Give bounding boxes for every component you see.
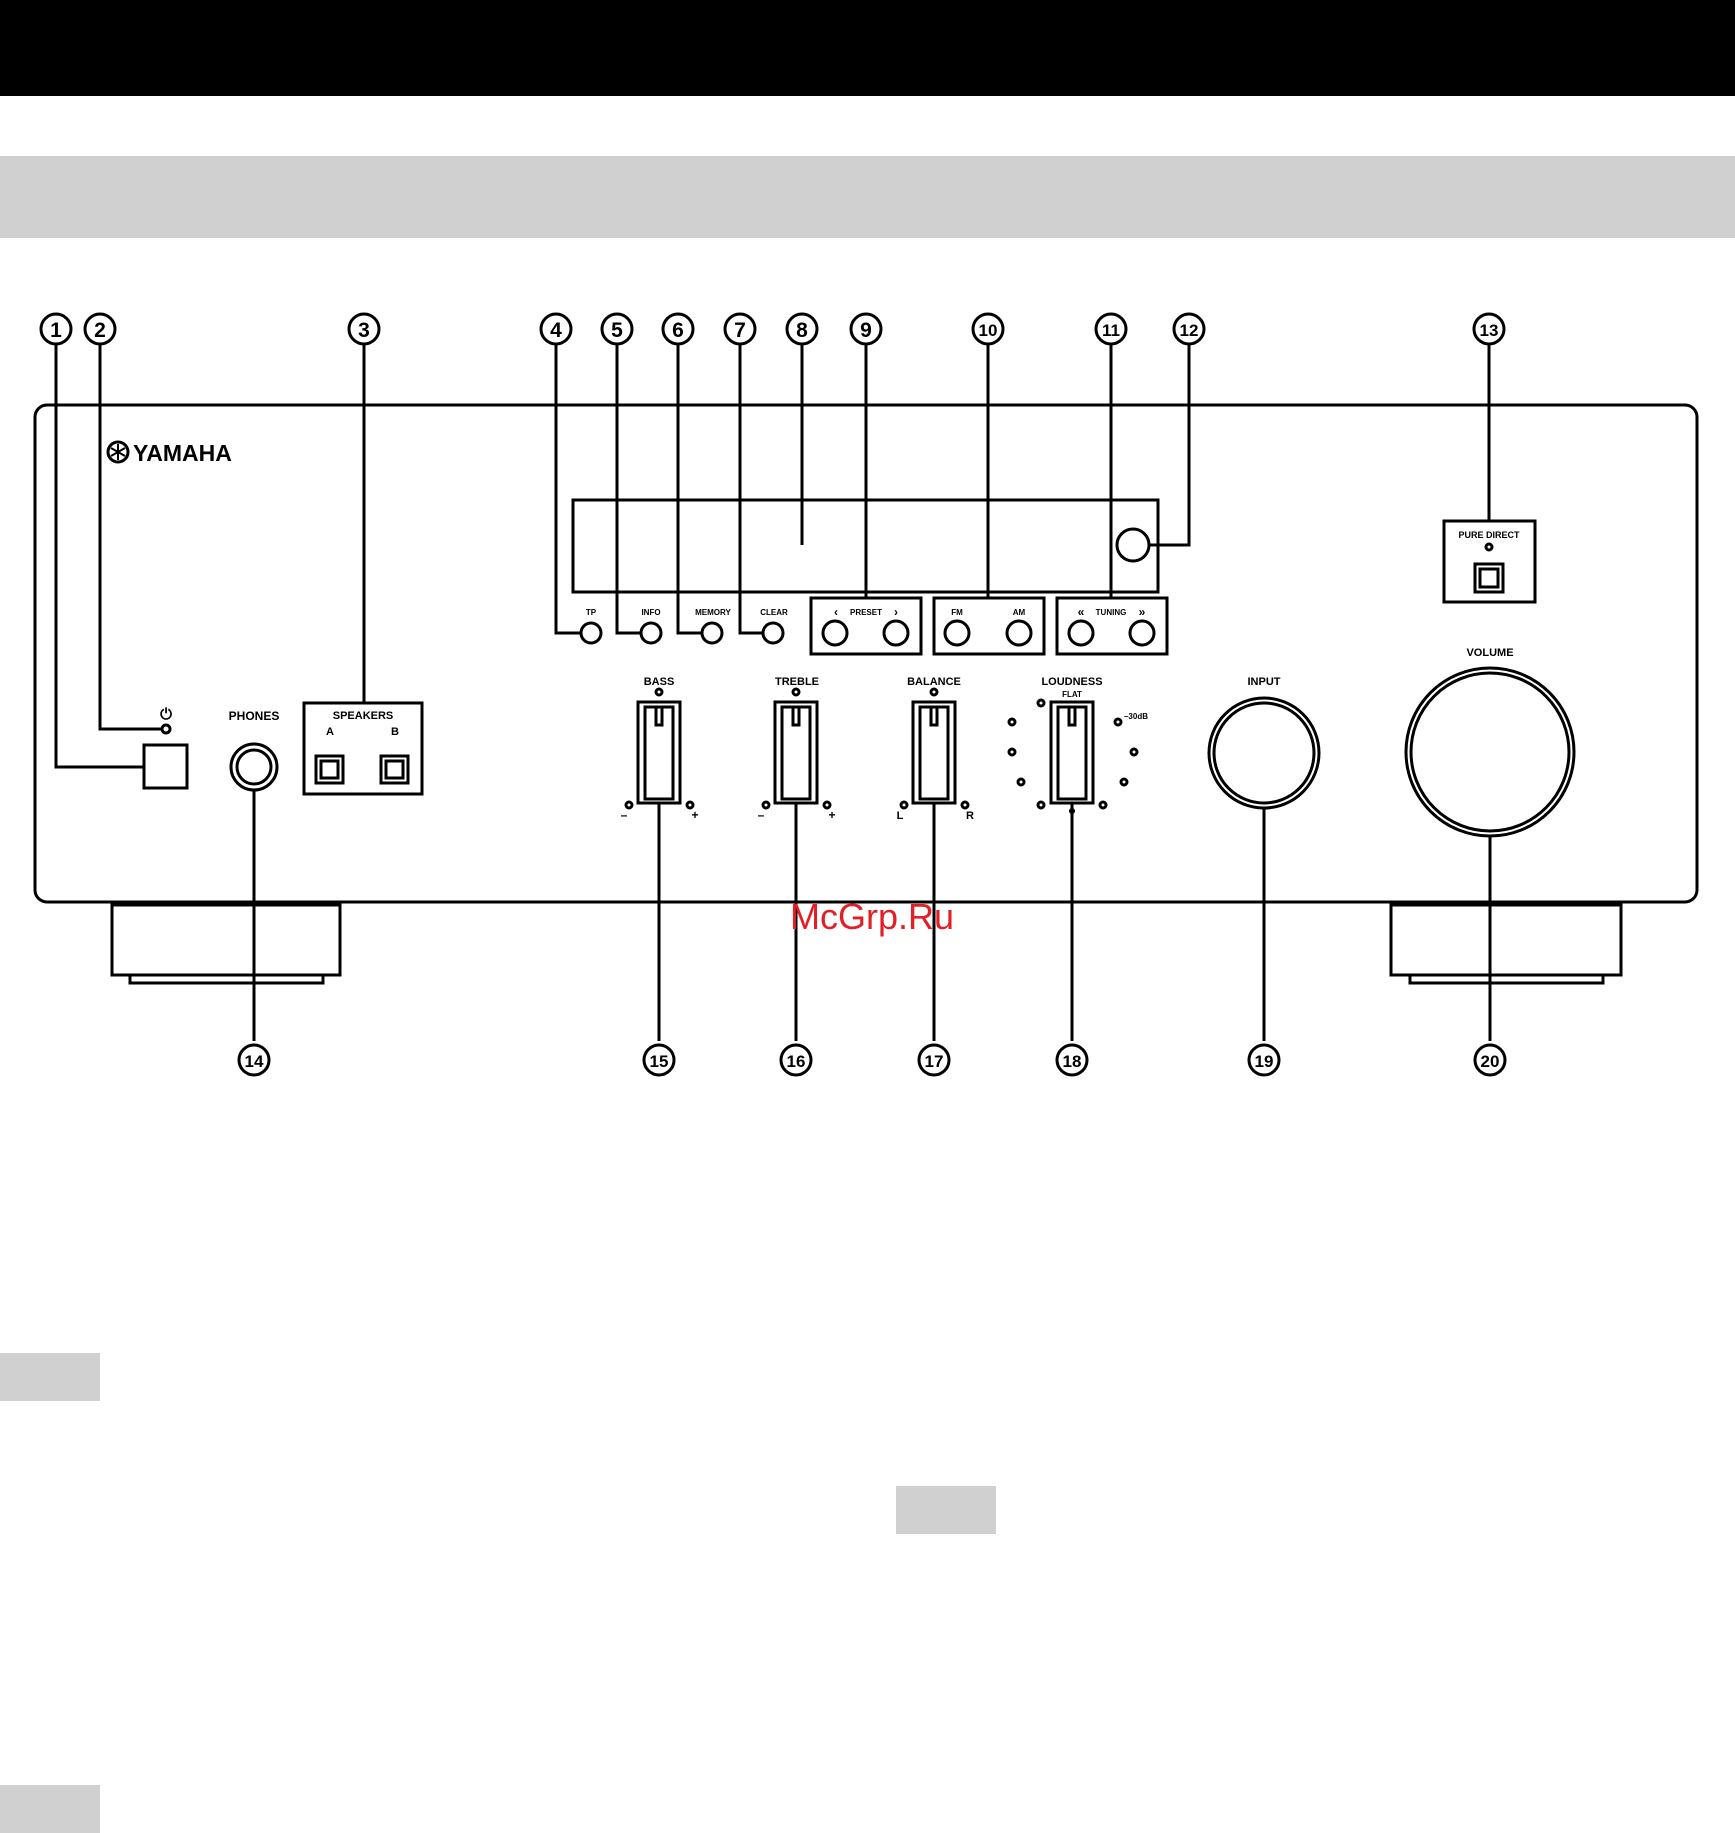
callout-3: 3 [358,319,370,342]
treble-minus-label: – [758,808,765,822]
input-knob[interactable] [1209,698,1319,808]
callout-5: 5 [611,319,623,342]
info-label: INFO [641,608,660,617]
preset-down-button[interactable] [823,621,847,645]
callout-1: 1 [50,319,62,342]
preset-right-glyph: › [894,605,898,619]
tuning-down-button[interactable] [1069,621,1093,645]
phones-label: PHONES [229,709,280,723]
callout-9: 9 [860,319,872,342]
callout-8: 8 [796,319,808,342]
loudness-label: LOUDNESS [1041,676,1102,688]
callout-12: 12 [1180,321,1199,340]
standby-indicator [162,725,170,733]
callout-19: 19 [1255,1052,1274,1071]
balance-right-label: R [966,810,974,822]
volume-knob-inner [1411,673,1569,831]
callout-15: 15 [650,1052,669,1071]
callout-6: 6 [672,319,684,342]
yamaha-logo: YAMAHA [108,440,232,466]
bass-knob[interactable] [626,689,693,808]
callout-14: 14 [245,1052,264,1071]
leader-lines [56,343,1490,1041]
remote-sensor [1117,529,1149,561]
am-button[interactable] [1007,621,1031,645]
volume-label: VOLUME [1466,647,1513,659]
callout-2: 2 [94,319,106,342]
am-label: AM [1013,608,1026,617]
bass-plus-label: + [691,808,698,822]
treble-plus-label: + [828,808,835,822]
phones-jack-inner [237,750,271,784]
loudness-pointer-dot [1069,808,1075,814]
volume-knob[interactable] [1406,668,1574,836]
tp-label: TP [586,608,597,617]
speaker-b-button-inner [386,761,403,778]
power-switch[interactable] [144,745,187,788]
fm-label: FM [951,608,963,617]
balance-knob[interactable] [901,689,968,808]
speaker-a-button-inner [321,761,338,778]
callout-11: 11 [1102,321,1120,340]
brand-name: YAMAHA [133,440,232,466]
speakers-label: SPEAKERS [333,710,394,722]
preset-label: PRESET [850,608,882,617]
flat-label: FLAT [1062,690,1082,699]
callout-circles [41,314,1505,1075]
callout-7: 7 [734,319,746,342]
speaker-b-label: B [391,726,399,738]
callout-20: 20 [1481,1052,1500,1071]
balance-label: BALANCE [907,676,961,688]
treble-knob[interactable] [763,689,830,808]
callout-numbers: 1 2 3 4 5 6 7 8 9 10 11 12 13 14 15 16 1… [50,319,1499,1071]
callout-4: 4 [550,319,562,342]
right-foot [1391,905,1621,975]
info-button[interactable] [641,623,661,643]
preset-left-glyph: ‹ [834,605,838,619]
left-foot [112,905,340,975]
watermark: McGrp.Ru [790,896,954,937]
pure-direct-button-inner [1480,569,1498,587]
callout-18: 18 [1063,1052,1082,1071]
treble-label: TREBLE [775,676,819,688]
fm-button[interactable] [945,621,969,645]
speaker-a-label: A [326,726,334,738]
clear-label: CLEAR [760,608,788,617]
tuning-up-button[interactable] [1130,621,1154,645]
clear-button[interactable] [763,623,783,643]
tuning-left-glyph: « [1078,605,1085,619]
tuning-label: TUNING [1096,608,1127,617]
pure-direct-indicator [1486,544,1492,550]
right-foot-base [1410,975,1603,983]
input-knob-inner [1214,703,1314,803]
balance-left-label: L [897,810,904,822]
memory-button[interactable] [702,623,722,643]
left-foot-base [130,975,323,983]
tp-button[interactable] [581,623,601,643]
loudness-knob[interactable] [1009,700,1137,808]
power-symbol-label: ⏻ [160,706,172,723]
callout-13: 13 [1480,321,1499,340]
callout-17: 17 [925,1052,944,1071]
bass-label: BASS [644,676,675,688]
tuning-right-glyph: » [1139,605,1146,619]
bass-minus-label: – [621,808,628,822]
minus30db-label: –30dB [1124,712,1148,721]
memory-label: MEMORY [695,608,731,617]
pure-direct-label: PURE DIRECT [1458,530,1520,540]
callout-16: 16 [787,1052,806,1071]
preset-up-button[interactable] [884,621,908,645]
input-label: INPUT [1248,676,1281,688]
callout-10: 10 [979,321,998,340]
